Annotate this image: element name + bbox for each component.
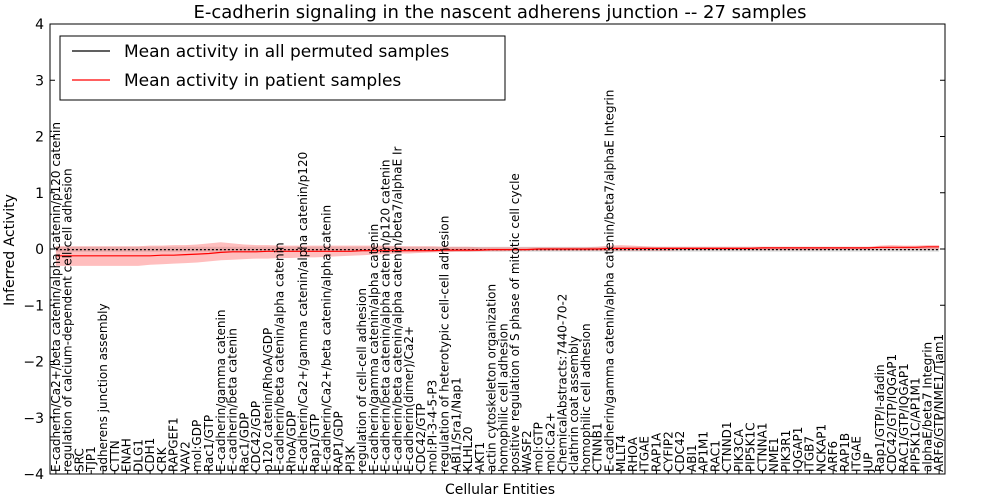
legend-box (59, 35, 506, 101)
x-tick-label: clathrin coat assembly (567, 336, 581, 472)
x-tick-label: CTNND1 (720, 421, 734, 472)
x-tick-label: positive regulation of S phase of mitoti… (508, 173, 522, 472)
y-tick-label: −1 (23, 298, 44, 314)
x-tick-label: JUP (862, 452, 876, 473)
x-tick-label: CTTN (108, 440, 122, 472)
x-tick-label: PI3K (343, 445, 357, 472)
x-tick-label: E-cadherin/beta catenin/alpha catenin (273, 242, 287, 472)
x-tick-label: AP1M1 (697, 431, 711, 472)
x-tick-label: Rac1/GTP (202, 415, 216, 472)
x-axis-ticks: E-cadherin/Ca2+/beta catenin/alpha caten… (49, 90, 946, 474)
x-tick-label: regulation of cell-cell adhesion (355, 288, 369, 472)
x-tick-label: E-cadherin/gamma catenin/alpha catenin (367, 224, 381, 472)
x-tick-label: MLLT4 (614, 435, 628, 472)
x-tick-label: E-cadherin/beta catenin/alpha catenin/p1… (379, 159, 393, 472)
x-tick-label: CTNNA1 (756, 423, 770, 473)
x-tick-label: TJP1 (84, 446, 98, 473)
x-tick-label: ARF6 (826, 441, 840, 472)
x-tick-label: AKT1 (473, 442, 487, 472)
x-tick-label: PIP5K1C (744, 422, 758, 472)
x-tick-label: E-cadherin/gamma catenin/alpha catenin/b… (602, 90, 616, 472)
x-tick-label: homophilic cell adhesion (579, 323, 593, 472)
y-tick-label: 2 (35, 130, 44, 146)
x-tick-label: Rac1/GDP (237, 413, 251, 472)
x-tick-label: KLHL20 (461, 426, 475, 472)
x-tick-label: IQGAP1 (791, 427, 805, 472)
x-tick-label: actin cytoskeleton organization (485, 284, 499, 472)
x-tick-label: CDC42/GDP (249, 401, 263, 472)
x-axis-label: Cellular Entities (445, 482, 555, 498)
y-tick-label: 4 (35, 17, 44, 33)
x-tick-label: WASF2 (520, 430, 534, 472)
x-tick-label: mol:GDP (190, 420, 204, 472)
y-axis-ticks: −4 −3 −2 −1 0 1 2 3 4 (23, 17, 945, 483)
x-tick-label: RAC1/GTP/IQGAP1 (897, 363, 911, 472)
y-tick-label: −3 (23, 411, 44, 427)
x-tick-label: E-cadherin(dimer)/Ca2+ (402, 326, 416, 472)
x-tick-label: mol:GTP (532, 422, 546, 472)
x-tick-label: adherens junction assembly (96, 303, 110, 472)
plot-frame (49, 23, 946, 475)
x-tick-label: RAC1 (708, 440, 722, 472)
x-tick-label: ARF6/GTP/NME1/Tiam1 (932, 334, 946, 472)
x-tick-label: p120 catenin/RhoA/GDP (261, 328, 275, 472)
x-tick-label: CRK (155, 446, 169, 472)
x-tick-label: RAP1A (650, 432, 664, 472)
x-tick-label: ABI1 (685, 444, 699, 472)
x-tick-label: E-cadherin/beta catenin (226, 328, 240, 472)
x-tick-label: E-cadherin/Ca2+/beta catenin/alpha caten… (320, 205, 334, 472)
x-tick-label: RAP1/GDP (332, 411, 346, 472)
x-tick-label: mol:Ca2+ (544, 412, 558, 472)
y-axis-label: Inferred Activity (2, 194, 18, 306)
x-tick-label: Rap1/GTP (308, 414, 322, 472)
x-tick-label: E-cadherin/gamma catenin (214, 310, 228, 473)
x-tick-label: ABI1/Sra1/Nap1 (449, 377, 463, 472)
y-tick-label: −2 (23, 355, 44, 371)
chart-title: E-cadherin signaling in the nascent adhe… (193, 2, 806, 23)
y-tick-label: 0 (35, 242, 44, 258)
x-tick-label: CYFIP2 (661, 431, 675, 472)
x-tick-label: CTNNB1 (591, 422, 605, 472)
x-tick-label: ITGAE (850, 436, 864, 472)
y-tick-label: −4 (23, 467, 44, 483)
x-tick-label: ChemicalAbstracts:7440-70-2 (555, 294, 569, 472)
x-tick-label: CDC42 (673, 431, 687, 472)
x-tick-label: RhoA/GDP (284, 411, 298, 472)
x-tick-label: VAV2 (178, 441, 192, 472)
x-tick-label: NCKAP1 (814, 424, 828, 472)
x-tick-label: regulation of heterotypic cell-cell adhe… (438, 216, 452, 472)
x-tick-label: PIK3CA (732, 428, 746, 472)
x-tick-label: mol:PI-3-4-5-P3 (426, 380, 440, 472)
x-tick-label: CDC42/GTP (414, 403, 428, 472)
x-tick-label: RAPGEF1 (167, 417, 181, 472)
series-lines (55, 246, 940, 257)
x-tick-label: ITGB7 (803, 436, 817, 472)
x-tick-label: SRC (72, 448, 86, 472)
x-tick-label: PIP5K1C/AP1M1 (909, 377, 923, 472)
y-tick-label: 1 (35, 186, 44, 202)
x-tick-label: E-cadherin/beta catenin/alpha catenin/be… (390, 146, 404, 472)
x-tick-label: ENAH (120, 438, 134, 472)
x-tick-label: E-cadherin/Ca2+/gamma catenin/alpha cate… (296, 152, 310, 472)
x-tick-label: Rap1/GTP/I-afadin (873, 364, 887, 472)
x-tick-label: ITGAE (638, 436, 652, 472)
legend: Mean activity in all permuted samples Me… (59, 35, 506, 101)
x-tick-label: alphaE/beta7 Integrin (920, 342, 934, 472)
x-tick-label: PIK3R1 (779, 430, 793, 472)
y-tick-label: 3 (35, 73, 44, 89)
legend-label-permuted: Mean activity in all permuted samples (124, 42, 449, 62)
x-tick-label: RHOA (626, 436, 640, 472)
x-tick-label: RAP1B (838, 433, 852, 472)
x-tick-label: NME1 (767, 437, 781, 472)
x-tick-label: regulation of calcium-dependent cell-cel… (61, 168, 75, 472)
x-tick-label: CDH1 (143, 438, 157, 472)
x-tick-label: DLG1 (131, 439, 145, 472)
x-tick-label: homophilic cell adhesion (496, 323, 510, 472)
series-line (55, 246, 940, 257)
x-tick-label: CDC42/GTP/IQGAP1 (885, 354, 899, 472)
x-tick-label: E-cadherin/Ca2+/beta catenin/alpha caten… (49, 122, 63, 472)
legend-label-patient: Mean activity in patient samples (124, 71, 401, 91)
